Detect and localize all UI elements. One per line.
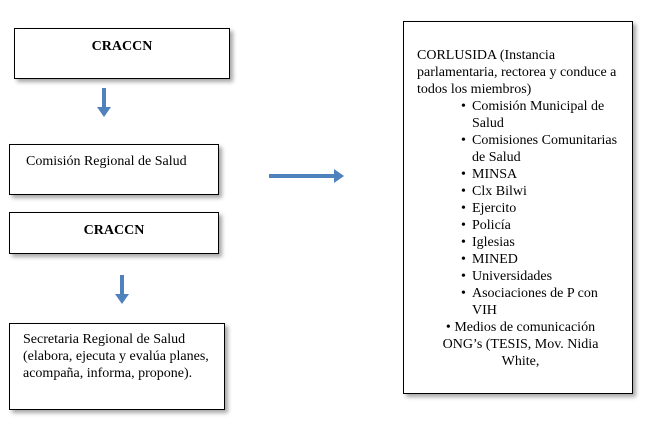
craccn-box-top: CRACCN [14, 28, 230, 79]
member-label: Policía [472, 218, 511, 233]
bullet-icon: • [461, 167, 466, 182]
bullet-icon: • [461, 133, 466, 148]
member-list-item: • Policía [417, 217, 624, 234]
bullet-icon: • [461, 269, 466, 284]
member-list-item: • Universidades [417, 268, 624, 285]
member-label: MINED [472, 252, 518, 267]
secretaria-regional-label: Secretaria Regional de Salud (elabora, e… [23, 332, 209, 381]
member-list-item: • MINSA [417, 166, 624, 183]
bullet-icon: • [461, 99, 466, 114]
bullet-icon: • [461, 286, 466, 301]
member-label: Ejercito [472, 201, 517, 216]
corlusida-box: CORLUSIDA (Instancia parlamentaria, rect… [403, 21, 633, 394]
member-label: MINSA [472, 167, 518, 182]
arrow-down-icon [115, 275, 129, 304]
ong-line: ONG’s (TESIS, Mov. Nidia [442, 337, 599, 352]
craccn-box-middle: CRACCN [9, 212, 219, 254]
member-label: Comisión Municipal de Salud [472, 99, 605, 131]
member-last-item: • Medios de comunicación [445, 320, 596, 335]
craccn-label: CRACCN [83, 223, 145, 238]
member-label: Comisiones Comunitarias de Salud [472, 133, 618, 165]
member-list-item: • Ejercito [417, 200, 624, 217]
bullet-icon: • [461, 235, 466, 250]
bullet-icon: • [461, 201, 466, 216]
member-list-item: • Comisiones Comunitarias de Salud [417, 132, 624, 166]
corlusida-heading: CORLUSIDA (Instancia parlamentaria, rect… [417, 48, 617, 97]
member-list-item: • MINED [417, 251, 624, 268]
comision-regional-label: Comisión Regional de Salud [26, 154, 187, 169]
arrow-down-icon [97, 88, 111, 117]
member-label: Iglesias [472, 235, 515, 250]
ong-line-2: White, [501, 354, 540, 369]
member-list-item: • Comisión Municipal de Salud [417, 98, 624, 132]
member-label: Clx Bilwi [472, 184, 527, 199]
member-list-item: • Asociaciones de P con VIH [417, 285, 624, 319]
secretaria-regional-box: Secretaria Regional de Salud (elabora, e… [9, 323, 225, 410]
comision-regional-box: Comisión Regional de Salud [9, 144, 219, 195]
member-list-item: • Iglesias [417, 234, 624, 251]
bullet-icon: • [461, 184, 466, 199]
bullet-icon: • [461, 218, 466, 233]
arrow-right-icon [269, 169, 344, 183]
craccn-label: CRACCN [91, 39, 153, 54]
member-list: • Comisión Municipal de Salud • Comisiones … [417, 98, 624, 319]
bullet-icon: • [461, 252, 466, 267]
member-label: Asociaciones de P con VIH [472, 286, 598, 318]
member-list-item: • Clx Bilwi [417, 183, 624, 200]
member-label: Universidades [472, 269, 553, 284]
